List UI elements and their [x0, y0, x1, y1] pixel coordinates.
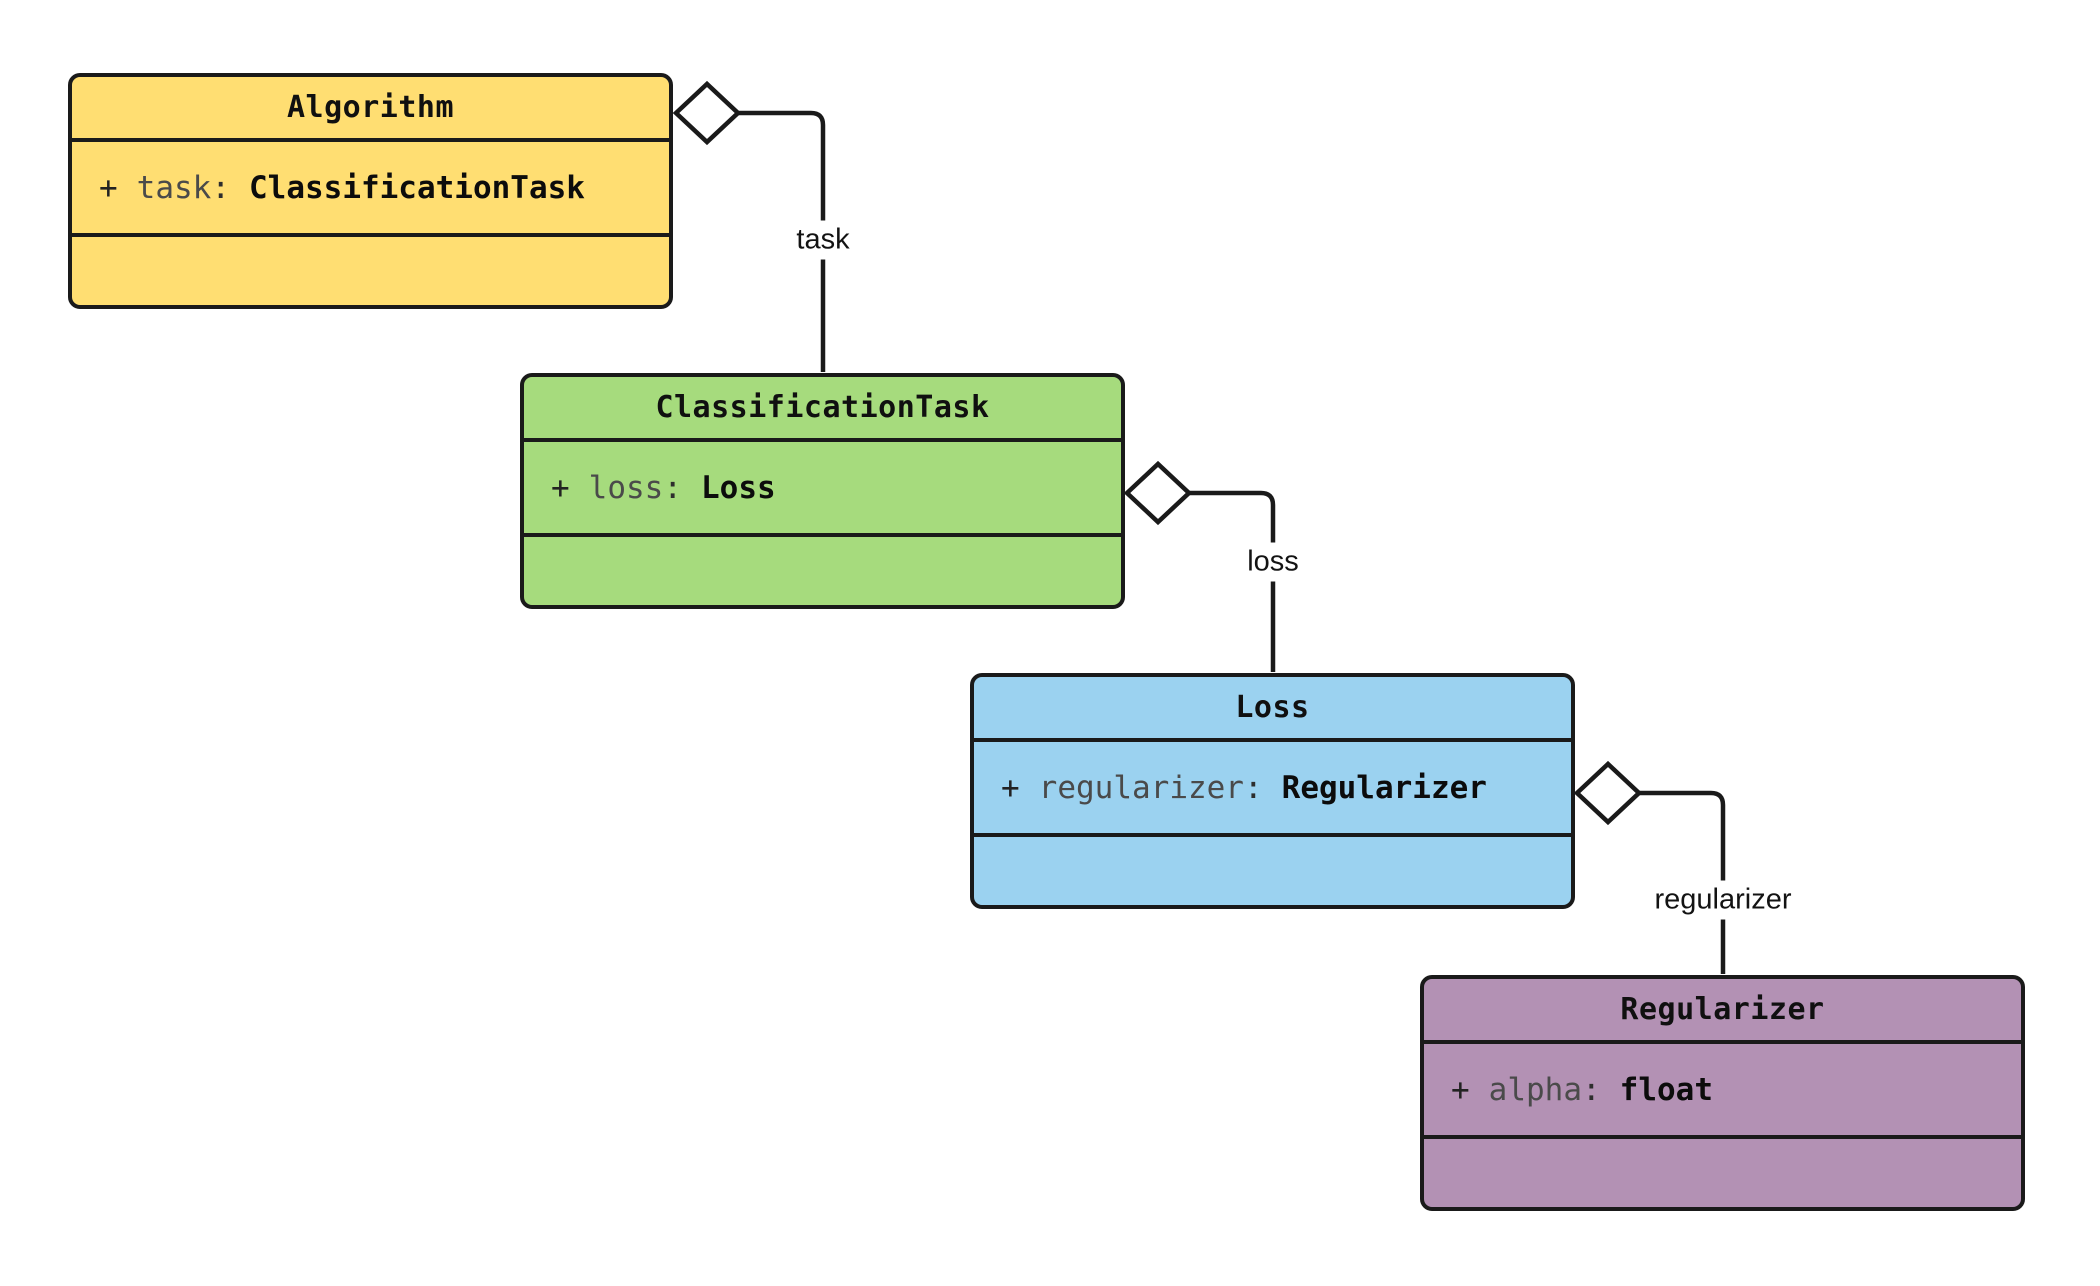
class-title: Algorithm [72, 77, 669, 142]
edge-line-task [738, 110, 826, 372]
attribute-visibility: + [1001, 769, 1020, 806]
class-box-algorithm: Algorithm + task: ClassificationTask [68, 73, 673, 309]
attributes-compartment: + alpha: float [1424, 1044, 2021, 1139]
attribute-type: ClassificationTask [249, 169, 585, 206]
aggregation-diamond-task [672, 80, 742, 146]
attribute-type: Regularizer [1281, 769, 1487, 806]
attributes-compartment: + regularizer: Regularizer [974, 742, 1571, 837]
edge-label-regularizer: regularizer [1646, 880, 1800, 920]
methods-compartment [1424, 1139, 2021, 1207]
attributes-compartment: + loss: Loss [524, 442, 1121, 537]
aggregation-diamond-regularizer [1573, 760, 1643, 826]
edge-label-task: task [788, 220, 858, 260]
attribute-name: loss [588, 469, 664, 506]
class-box-loss: Loss + regularizer: Regularizer [970, 673, 1575, 909]
class-box-classification-task: ClassificationTask + loss: Loss [520, 373, 1125, 609]
attribute-separator: : [1243, 769, 1263, 806]
edge-label-loss: loss [1239, 542, 1307, 582]
attribute-row: + loss: Loss [551, 470, 776, 506]
attribute-name: task [136, 169, 212, 206]
attribute-type: Loss [701, 469, 776, 506]
attribute-name: alpha [1488, 1071, 1582, 1108]
methods-compartment [524, 537, 1121, 605]
edge-line-regularizer [1639, 790, 1726, 974]
attribute-separator: : [211, 169, 230, 206]
attribute-visibility: + [1451, 1071, 1470, 1108]
attributes-compartment: + task: ClassificationTask [72, 142, 669, 237]
aggregation-diamond-loss [1123, 460, 1193, 526]
edge-line-loss [1189, 490, 1276, 672]
attribute-visibility: + [99, 169, 118, 206]
attribute-name: regularizer [1038, 769, 1244, 806]
methods-compartment [72, 237, 669, 305]
class-box-regularizer: Regularizer + alpha: float [1420, 975, 2025, 1211]
attribute-visibility: + [551, 469, 570, 506]
attribute-row: + regularizer: Regularizer [1001, 770, 1487, 806]
class-title: Regularizer [1424, 979, 2021, 1044]
attribute-separator: : [1582, 1071, 1601, 1108]
attribute-row: + task: ClassificationTask [99, 170, 585, 206]
methods-compartment [974, 837, 1571, 905]
attribute-row: + alpha: float [1451, 1072, 1713, 1108]
class-title: ClassificationTask [524, 377, 1121, 442]
attribute-separator: : [663, 469, 682, 506]
class-title: Loss [974, 677, 1571, 742]
attribute-type: float [1619, 1071, 1713, 1108]
